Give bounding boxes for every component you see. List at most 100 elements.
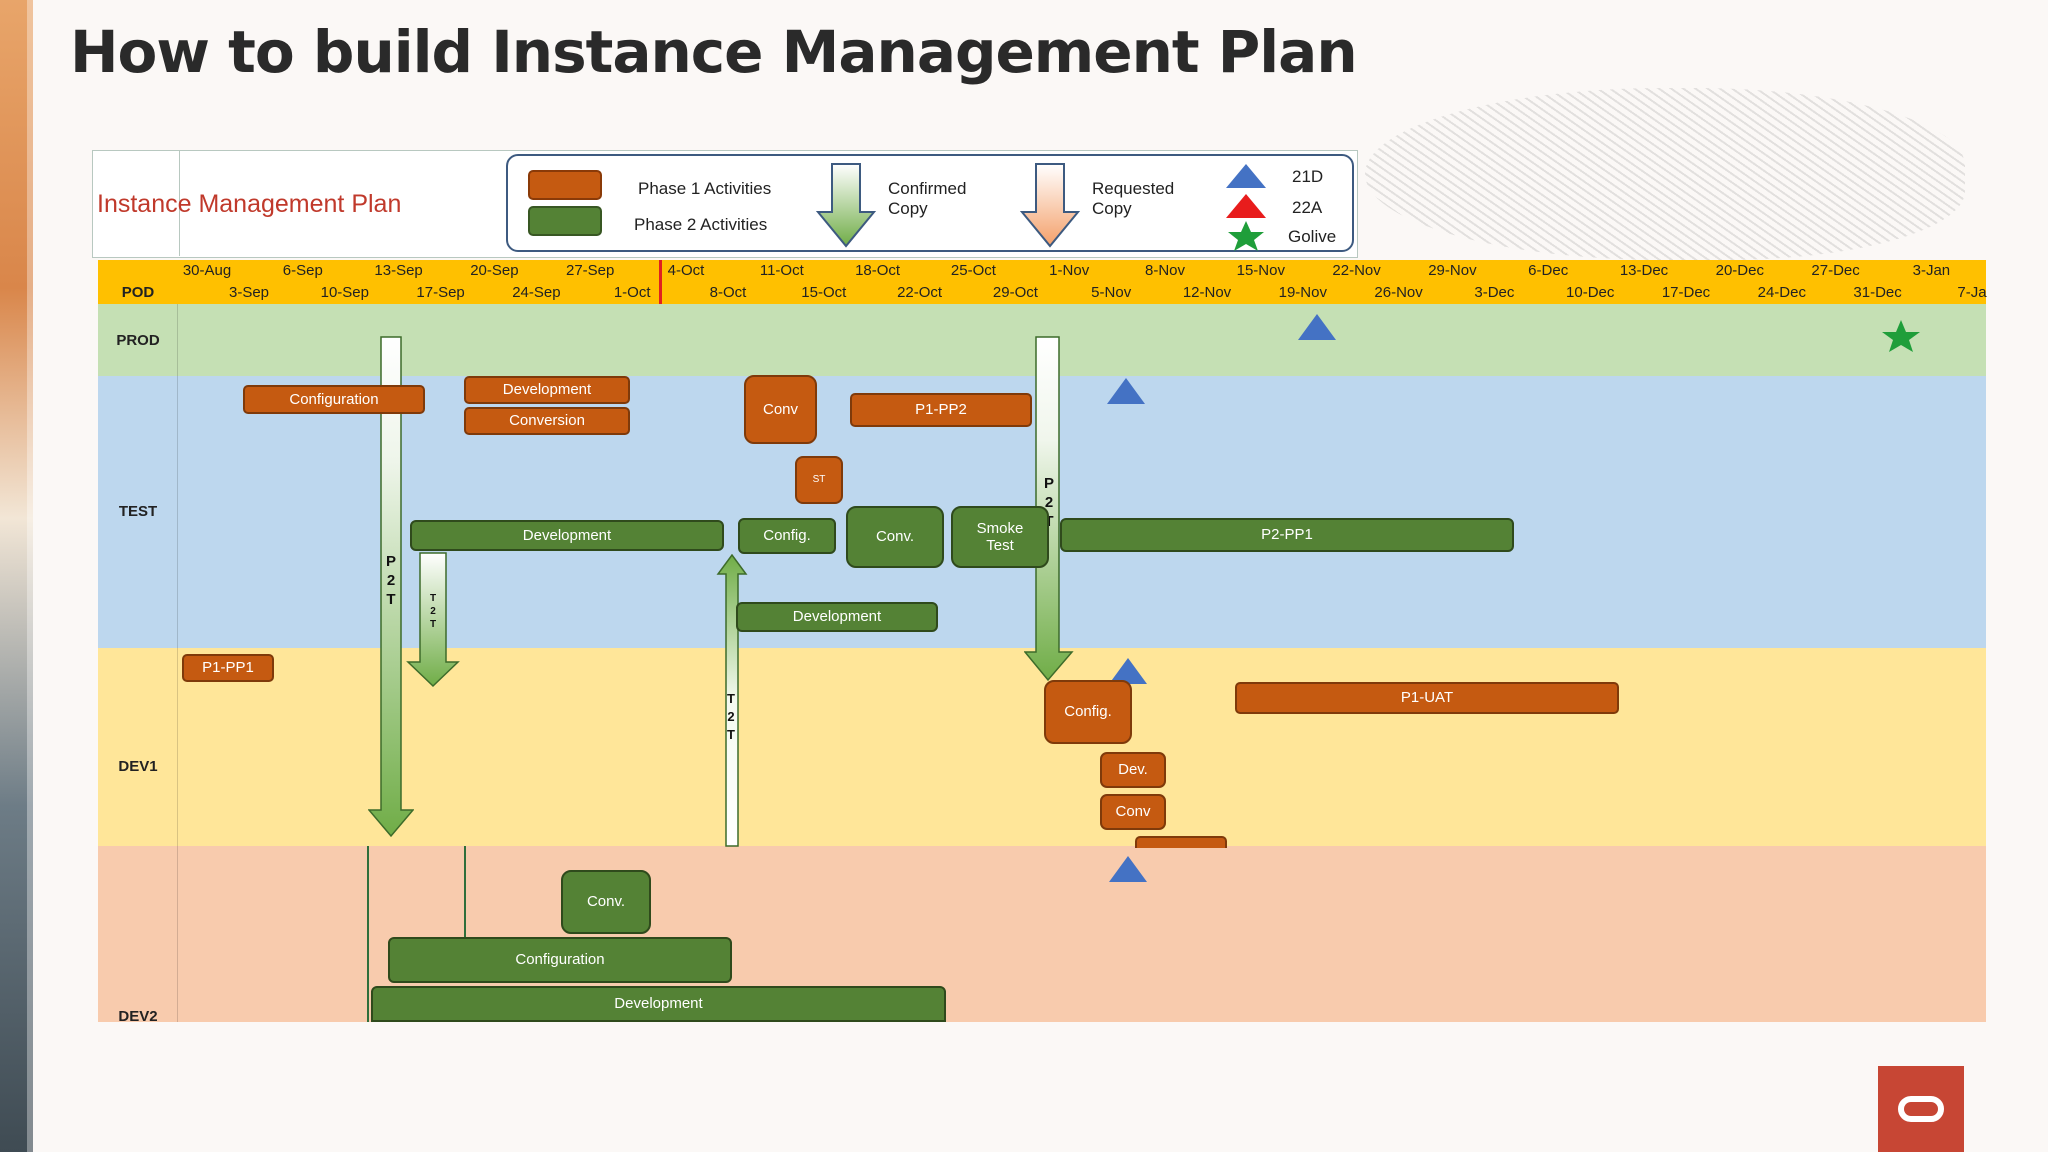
timeline-date-bottom: 3-Sep bbox=[228, 284, 270, 301]
timeline-date-top: 27-Sep bbox=[566, 262, 615, 279]
legend-phase1-label: Phase 1 Activities bbox=[638, 179, 772, 198]
golive-prod-star-icon bbox=[1882, 320, 1920, 352]
golive-star-icon bbox=[1228, 221, 1264, 251]
legend-requested-label-1: Requested bbox=[1092, 179, 1175, 198]
decorative-side-strip bbox=[0, 0, 33, 1152]
bar-partial-dev1 bbox=[1135, 836, 1227, 848]
pod-column-label: POD bbox=[121, 284, 155, 301]
bar-development-p2-second: Development bbox=[736, 602, 938, 632]
timeline-date-bottom: 19-Nov bbox=[1278, 284, 1327, 301]
timeline-date-top: 15-Nov bbox=[1236, 262, 1285, 279]
timeline-date-bottom: 7-Ja bbox=[1957, 284, 1987, 301]
timeline-date-top: 3-Jan bbox=[1912, 262, 1951, 279]
timeline-date-bottom: 10-Dec bbox=[1566, 284, 1615, 301]
oracle-logo bbox=[1878, 1066, 1964, 1152]
dev2-copy-line bbox=[367, 846, 369, 1022]
legend: Phase 1 Activities Phase 2 Activities Co… bbox=[506, 154, 1354, 252]
lane-label-prod: PROD bbox=[116, 332, 160, 349]
timeline-date-bar bbox=[98, 260, 1986, 304]
t2t-up-arrow-icon bbox=[716, 554, 748, 847]
dev2-copy-line-2 bbox=[464, 846, 466, 942]
timeline-date-top: 18-Oct bbox=[855, 262, 901, 279]
decorative-pattern bbox=[1365, 88, 1965, 260]
timeline-date-top: 1-Nov bbox=[1049, 262, 1090, 279]
milestone-21d-icon bbox=[1226, 164, 1266, 188]
phase1-swatch bbox=[528, 170, 602, 200]
milestone-21d-prod-icon bbox=[1298, 314, 1336, 340]
legend-golive-label: Golive bbox=[1288, 227, 1337, 246]
timeline-date-top: 11-Oct bbox=[759, 262, 804, 279]
t2t-copy-arrow-icon bbox=[406, 552, 460, 688]
p2t-copy-arrow-icon-2 bbox=[1024, 336, 1074, 682]
lane-label-dev1: DEV1 bbox=[118, 758, 158, 775]
requested-copy-arrow-icon bbox=[1019, 163, 1081, 248]
timeline-date-bottom: 3-Dec bbox=[1474, 284, 1515, 301]
lane-label-test: TEST bbox=[118, 503, 158, 520]
timeline-date-top: 13-Dec bbox=[1619, 262, 1669, 279]
bar-development-p1: Development bbox=[464, 376, 630, 404]
lane-label-dev2: DEV2 bbox=[118, 1008, 158, 1025]
milestone-22a-icon bbox=[1226, 194, 1266, 218]
timeline-date-top: 22-Nov bbox=[1332, 262, 1381, 279]
current-date-marker bbox=[659, 260, 662, 312]
bar-p1-uat: P1-UAT bbox=[1235, 682, 1619, 714]
smoke-test-label-2: Test bbox=[986, 537, 1014, 554]
timeline-date-top: 20-Sep bbox=[470, 262, 519, 279]
legend-confirmed-label-1: Confirmed bbox=[888, 179, 967, 198]
bar-p1-pp2: P1-PP2 bbox=[850, 393, 1032, 427]
bar-p2-pp1: P2-PP1 bbox=[1060, 518, 1514, 552]
bar-smoke-test-p2: Smoke Test bbox=[951, 506, 1049, 568]
timeline-date-bottom: 29-Oct bbox=[992, 284, 1038, 301]
plan-title: Instance Management Plan bbox=[97, 190, 402, 218]
bar-development-p2: Development bbox=[410, 520, 724, 551]
legend-confirmed-label-2: Copy bbox=[888, 199, 928, 218]
bar-p1-pp1: P1-PP1 bbox=[182, 654, 274, 682]
bar-conv-dev2: Conv. bbox=[561, 870, 651, 934]
timeline-date-bottom: 22-Oct bbox=[897, 284, 943, 301]
lane-label-divider bbox=[177, 304, 178, 1022]
legend-21d-label: 21D bbox=[1292, 167, 1324, 186]
bar-conv-p1: Conv bbox=[744, 375, 817, 444]
legend-22a-label: 22A bbox=[1292, 198, 1323, 217]
timeline-date-bottom: 8-Oct bbox=[709, 284, 747, 301]
bar-smoke-test-p1: ST bbox=[795, 456, 843, 504]
legend-phase2-label: Phase 2 Activities bbox=[634, 215, 768, 234]
timeline-date-top: 6-Sep bbox=[282, 262, 323, 279]
milestone-21d-dev1-icon bbox=[1109, 658, 1147, 684]
bar-development-dev2: Development bbox=[371, 986, 946, 1022]
legend-requested-label-2: Copy bbox=[1092, 199, 1132, 218]
bar-config-p2: Config. bbox=[738, 518, 836, 554]
timeline-date-top: 6-Dec bbox=[1528, 262, 1569, 279]
page-title: How to build Instance Management Plan bbox=[70, 18, 1358, 86]
timeline-date-top: 25-Oct bbox=[950, 262, 996, 279]
timeline-date-bottom: 17-Dec bbox=[1661, 284, 1711, 301]
timeline-date-top: 27-Dec bbox=[1811, 262, 1860, 279]
oracle-logo-icon bbox=[1898, 1096, 1944, 1122]
timeline-date-bottom: 10-Sep bbox=[320, 284, 369, 301]
timeline-date-bottom: 24-Dec bbox=[1757, 284, 1806, 301]
timeline-date-top: 4-Oct bbox=[667, 262, 705, 279]
timeline-date-bottom: 12-Nov bbox=[1182, 284, 1232, 301]
bar-conversion-p1: Conversion bbox=[464, 407, 630, 435]
milestone-21d-dev2-icon bbox=[1109, 856, 1147, 882]
timeline-date-bottom: 31-Dec bbox=[1853, 284, 1902, 301]
confirmed-copy-arrow-icon bbox=[815, 163, 877, 248]
header-divider bbox=[179, 150, 180, 256]
bar-configuration-p1: Configuration bbox=[243, 385, 425, 414]
lane-dev1 bbox=[98, 648, 1986, 846]
timeline-date-top: 29-Nov bbox=[1428, 262, 1477, 279]
bar-config-dev1: Config. bbox=[1044, 680, 1132, 744]
bar-dev-dev1: Dev. bbox=[1100, 752, 1166, 788]
timeline-date-bottom: 26-Nov bbox=[1374, 284, 1423, 301]
phase2-swatch bbox=[528, 206, 602, 236]
timeline-date-top: 8-Nov bbox=[1144, 262, 1186, 279]
timeline-date-bottom: 1-Oct bbox=[613, 284, 651, 301]
bar-conv-p2: Conv. bbox=[846, 506, 944, 568]
p2t-copy-arrow-icon bbox=[368, 336, 414, 838]
timeline-date-top: 20-Dec bbox=[1715, 262, 1764, 279]
timeline-date-top: 13-Sep bbox=[374, 262, 423, 279]
